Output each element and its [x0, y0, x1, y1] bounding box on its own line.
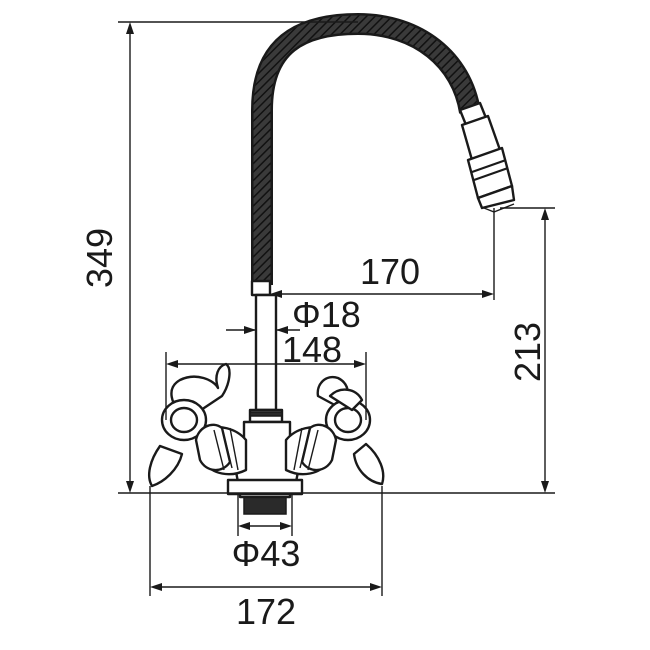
- pipe-diameter-label: Φ18: [292, 294, 361, 335]
- dimension-spout-reach: 170: [270, 208, 495, 300]
- dimension-pipe-diameter: Φ18: [226, 294, 361, 335]
- vertical-stem: [248, 279, 284, 424]
- dimension-handle-span: 148: [165, 329, 367, 420]
- outlet-height-label: 213: [507, 322, 548, 382]
- spout-reach-label: 170: [360, 251, 420, 292]
- spray-nozzle: [458, 101, 516, 213]
- handle-span-label: 148: [282, 329, 342, 370]
- right-handle: [284, 375, 385, 486]
- base-connector: [238, 492, 292, 515]
- dimension-base-diameter: Φ43: [232, 494, 301, 574]
- overall-width-label: 172: [236, 591, 296, 632]
- base-diameter-label: Φ43: [232, 533, 301, 574]
- dimension-outlet-height: 213: [500, 207, 555, 493]
- dimension-total-height: 349: [79, 21, 555, 494]
- flexible-hose: [251, 12, 481, 285]
- left-handle: [148, 362, 248, 488]
- total-height-label: 349: [79, 228, 120, 288]
- dimension-overall-width: 172: [149, 486, 383, 632]
